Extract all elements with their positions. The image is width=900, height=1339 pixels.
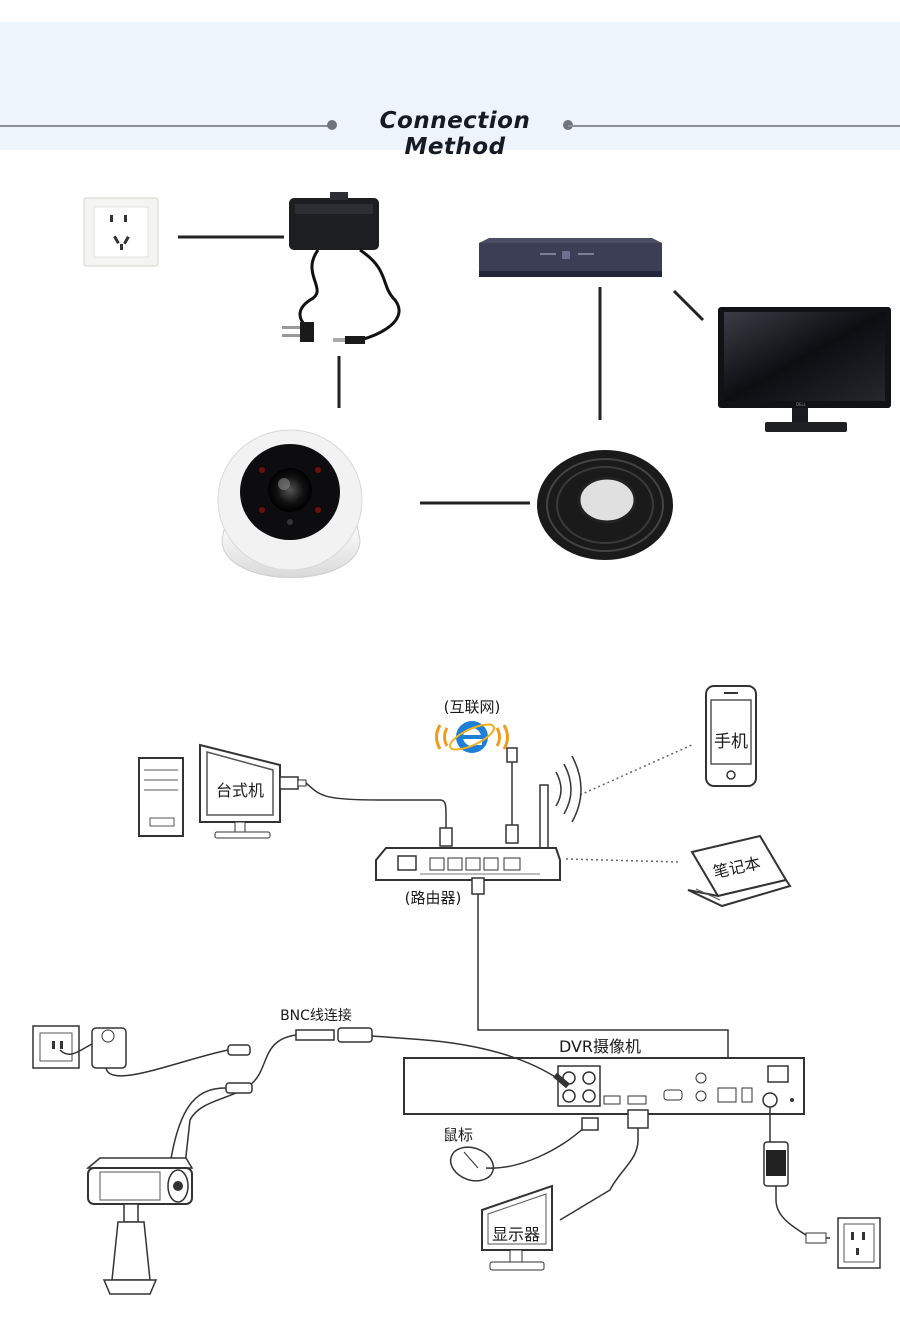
mouse-label: 鼠标 xyxy=(443,1126,473,1144)
dc-connector-icon xyxy=(225,1082,253,1094)
dvr-back-panel-icon xyxy=(403,1057,805,1115)
desktop-label: 台式机 xyxy=(216,781,264,800)
cable-coil-icon xyxy=(537,450,673,560)
lcd-monitor-icon: DELL xyxy=(718,307,891,432)
router-label: (路由器) xyxy=(405,889,462,907)
video-cable xyxy=(559,1110,639,1221)
power-adapter-icon xyxy=(282,192,401,344)
rj45-plug-icon xyxy=(471,877,485,895)
rj45-plug-icon xyxy=(506,747,518,763)
dome-camera-icon xyxy=(217,429,363,578)
lan-cable xyxy=(477,880,729,1065)
network-cable-desktop xyxy=(305,782,447,830)
wall-outlet-icon xyxy=(837,1217,881,1269)
monitor-brand-label: DELL xyxy=(796,402,807,407)
display-monitor-icon xyxy=(481,1184,553,1271)
page-title: Connection Method xyxy=(379,108,531,160)
smartphone-icon xyxy=(705,685,757,787)
wall-outlet-icon xyxy=(32,1025,80,1069)
power-adapter-icon xyxy=(59,1027,251,1077)
monitor-label: 显示器 xyxy=(492,1225,540,1244)
bnc-connector-icon xyxy=(337,1027,373,1043)
rj45-plug-icon xyxy=(439,827,453,847)
rj45-plug-icon xyxy=(505,824,519,844)
mouse-icon xyxy=(449,1117,599,1182)
router-icon xyxy=(375,755,582,881)
header-band xyxy=(0,22,900,150)
bnc-cable xyxy=(371,1035,561,1081)
wireless-link-line xyxy=(579,743,695,796)
bnc-label: BNC线连接 xyxy=(280,1007,352,1024)
power-cable-camera xyxy=(169,1087,227,1166)
bnc-connector-icon xyxy=(295,1029,335,1041)
laptop-icon xyxy=(687,834,792,908)
internet-explorer-icon xyxy=(435,721,509,753)
dvr-recorder-icon xyxy=(479,238,662,277)
dvr-label: DVR摄像机 xyxy=(559,1037,641,1056)
connector-line xyxy=(672,289,705,322)
vga-plug-icon xyxy=(627,1109,649,1129)
header-dot-left xyxy=(327,120,337,130)
internet-label: (互联网) xyxy=(444,698,501,716)
phone-label: 手机 xyxy=(714,732,748,752)
desktop-computer-icon xyxy=(138,743,307,839)
header-rule-left xyxy=(0,125,330,127)
wall-socket-icon xyxy=(83,197,159,267)
dvr-power-adapter-icon xyxy=(763,1107,830,1244)
header-rule-right xyxy=(568,125,900,127)
bullet-camera-icon xyxy=(85,1157,194,1295)
wireless-link-line xyxy=(565,858,681,863)
bnc-plug-icon xyxy=(553,1072,570,1089)
